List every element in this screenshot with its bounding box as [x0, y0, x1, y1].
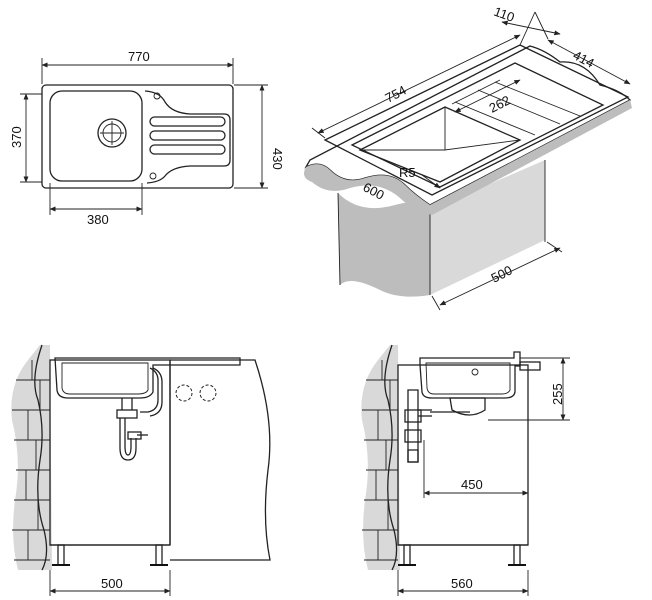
sink-side: [419, 351, 521, 399]
cabinet-shade: [338, 193, 430, 297]
brick-wall: [11, 345, 53, 570]
siphon-front: [121, 398, 133, 410]
dim-754: 754: [383, 82, 409, 105]
wall-panel-front: [170, 359, 271, 561]
drainer-board-top: [144, 90, 231, 184]
siphon-side: [449, 397, 486, 416]
sink-outline-top: [41, 84, 234, 189]
cabinet-front: [49, 359, 171, 546]
dim-450: 450: [461, 477, 483, 492]
dim-560: 560: [451, 576, 473, 591]
dim-370: 370: [9, 126, 24, 148]
dim-380: 380: [87, 212, 109, 227]
dim-255: 255: [550, 383, 565, 405]
pipe-circle: [175, 384, 193, 402]
dim-500-front: 500: [101, 576, 123, 591]
dim-110: 110: [492, 4, 517, 25]
dim-500-perspective: 500: [489, 262, 515, 285]
pipe-circle: [199, 384, 217, 402]
drainer-groove: [149, 116, 226, 127]
dim-770: 770: [128, 49, 150, 64]
top-view: 770 370 430 380: [9, 49, 285, 227]
sink-front: [54, 357, 241, 399]
label-r5: R5: [399, 165, 416, 180]
drainer-groove: [149, 130, 226, 141]
brick-wall-side: [361, 345, 400, 570]
perspective-view: 110 414 754 262 R5 600 500: [304, 4, 632, 311]
dim-430: 430: [270, 148, 285, 170]
front-view: 500: [11, 344, 271, 596]
side-view: 255 450 560: [361, 344, 570, 596]
drainer-groove: [149, 144, 226, 155]
drain-icon: [97, 118, 127, 148]
bowl-top: [49, 90, 143, 182]
